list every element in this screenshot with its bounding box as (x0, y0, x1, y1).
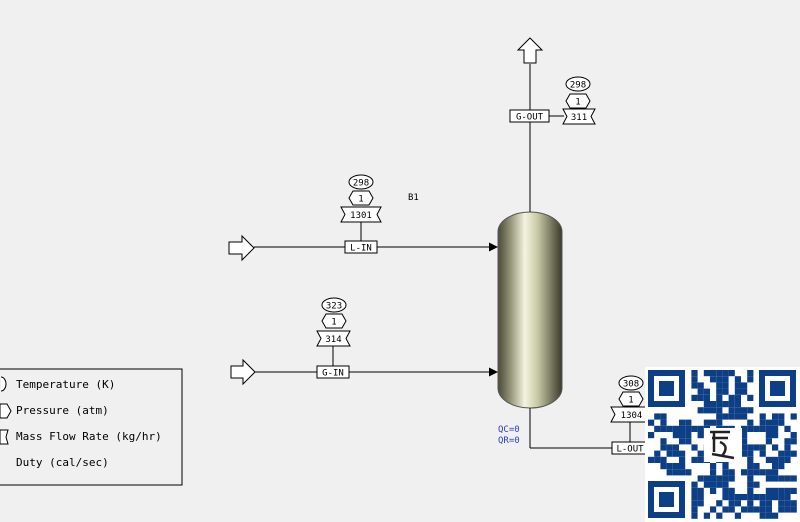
stream-label-l-in: L-IN (350, 244, 372, 254)
mass-flow-tag (316, 330, 351, 347)
temperature-legend-icon (0, 376, 7, 392)
legend: Temperature (K) Pressure (atm) Mass Flow… (0, 368, 183, 486)
pressure-value: 1 (358, 195, 363, 205)
block-label-b1: B1 (408, 193, 419, 203)
temperature-value: 298 (570, 81, 586, 91)
legend-pressure: Pressure (atm) (16, 404, 109, 417)
column-b1[interactable] (497, 211, 563, 409)
stream-g-out[interactable]: G-OUT (509, 37, 564, 212)
stream-l-in[interactable]: L-IN (228, 222, 498, 262)
legend-temperature: Temperature (K) (16, 378, 115, 391)
qr-code (645, 367, 800, 522)
temperature-tag (618, 375, 644, 391)
temperature-value: 308 (623, 380, 639, 390)
stream-label-g-in: G-IN (322, 369, 344, 379)
qr-finder-bottom-left (648, 481, 685, 518)
temperature-tag (565, 76, 591, 92)
stream-label-g-out: G-OUT (516, 113, 544, 123)
temperature-tag (321, 297, 347, 313)
mass-flow-tag (562, 108, 596, 125)
mass-flow-value: 1304 (621, 411, 643, 421)
temperature-value: 298 (353, 179, 369, 189)
pressure-value: 1 (628, 396, 633, 406)
pressure-legend-icon (0, 403, 12, 419)
pressure-tag (618, 391, 644, 407)
qr-finder-top-right (759, 370, 796, 407)
pressure-value: 1 (575, 98, 580, 108)
result-tags-l-out: 308 1 1304 (610, 375, 653, 423)
stream-l-out[interactable]: L-OUT (529, 408, 649, 455)
legend-duty: Duty (cal/sec) (16, 456, 109, 469)
pressure-tag (348, 190, 374, 206)
mass-flow-value: 314 (325, 335, 341, 345)
inlet-arrowhead-icon (489, 242, 498, 252)
result-tags-g-in: 323 1 314 (316, 297, 351, 347)
qr-finder-top-left (648, 370, 685, 407)
pressure-value: 1 (331, 318, 336, 328)
mass-flow-value: 311 (571, 113, 587, 123)
stream-g-in[interactable]: G-IN (230, 346, 498, 386)
product-arrow-icon (516, 37, 544, 64)
feed-arrow-icon (228, 234, 255, 262)
reboiler-duty: QR=0 (498, 436, 520, 446)
result-tags-l-in: 298 1 1301 (340, 174, 382, 223)
pressure-tag (321, 313, 347, 329)
pressure-tag (565, 93, 591, 109)
feed-arrow-icon (230, 358, 256, 386)
mass-flow-legend-icon (0, 429, 9, 445)
mass-flow-tag (340, 206, 382, 223)
temperature-value: 323 (326, 302, 342, 312)
legend-mass-flow: Mass Flow Rate (kg/hr) (16, 430, 162, 443)
qr-logo (704, 428, 742, 462)
result-tags-g-out: 298 1 311 (562, 76, 596, 125)
condenser-duty: QC=0 (498, 425, 520, 435)
stream-label-l-out: L-OUT (616, 445, 644, 455)
mass-flow-value: 1301 (350, 211, 372, 221)
inlet-arrowhead-icon (489, 367, 498, 377)
temperature-tag (348, 174, 374, 190)
